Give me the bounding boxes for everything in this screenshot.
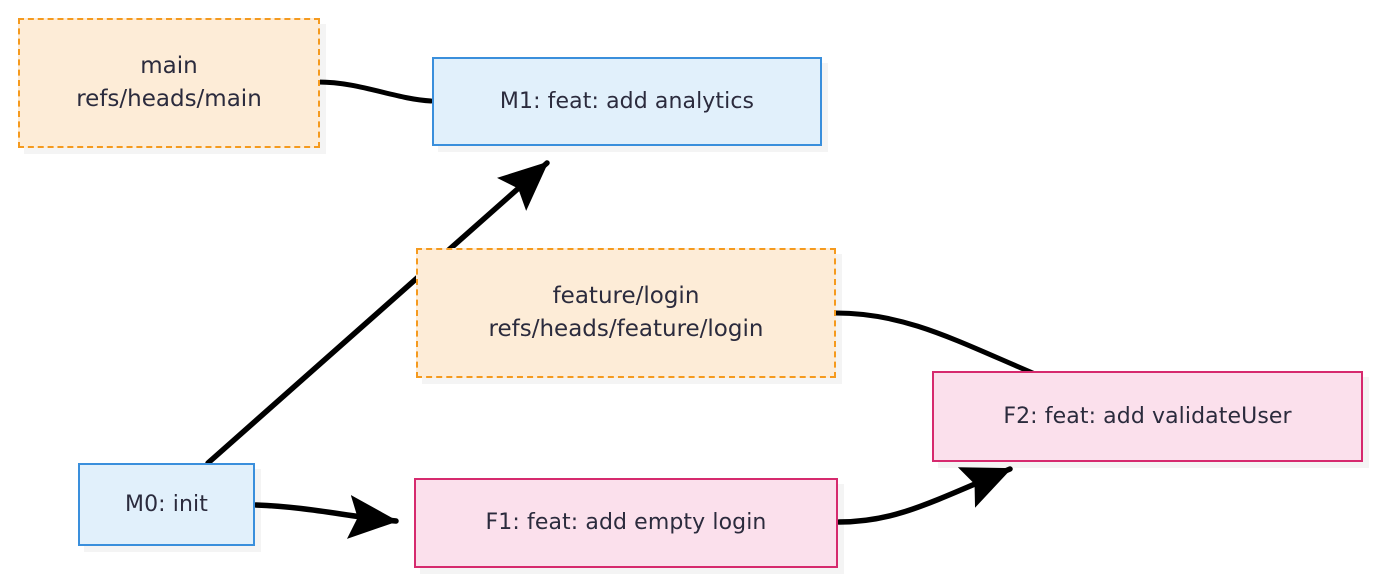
- branch-main-name: main: [140, 53, 198, 80]
- commit-m0-label: M0: init: [125, 491, 208, 517]
- branch-main-ref: refs/heads/main: [76, 86, 262, 112]
- branch-feature-ref: refs/heads/feature/login: [488, 316, 764, 342]
- edge-m0-to-f1: [253, 494, 399, 539]
- commit-m1-label: M1: feat: add analytics: [499, 88, 755, 114]
- edge-main-to-m1: [315, 79, 434, 104]
- branch-feature-name: feature/login: [552, 283, 700, 310]
- edge-f1-to-f2: [836, 466, 1013, 525]
- commit-f2-label: F2: feat: add validateUser: [1003, 403, 1292, 429]
- edge-feature-to-f2: [833, 310, 1038, 377]
- branch-label-feature-login[interactable]: feature/login refs/heads/feature/login: [416, 248, 836, 378]
- commit-f1-label: F1: feat: add empty login: [485, 510, 767, 536]
- branch-label-main[interactable]: main refs/heads/main: [18, 18, 320, 148]
- commit-node-m1[interactable]: M1: feat: add analytics: [432, 57, 822, 146]
- commit-node-m0[interactable]: M0: init: [78, 463, 255, 546]
- edge-m0-to-m1: [205, 160, 550, 466]
- commit-node-f2[interactable]: F2: feat: add validateUser: [932, 371, 1363, 462]
- commit-node-f1[interactable]: F1: feat: add empty login: [414, 478, 838, 568]
